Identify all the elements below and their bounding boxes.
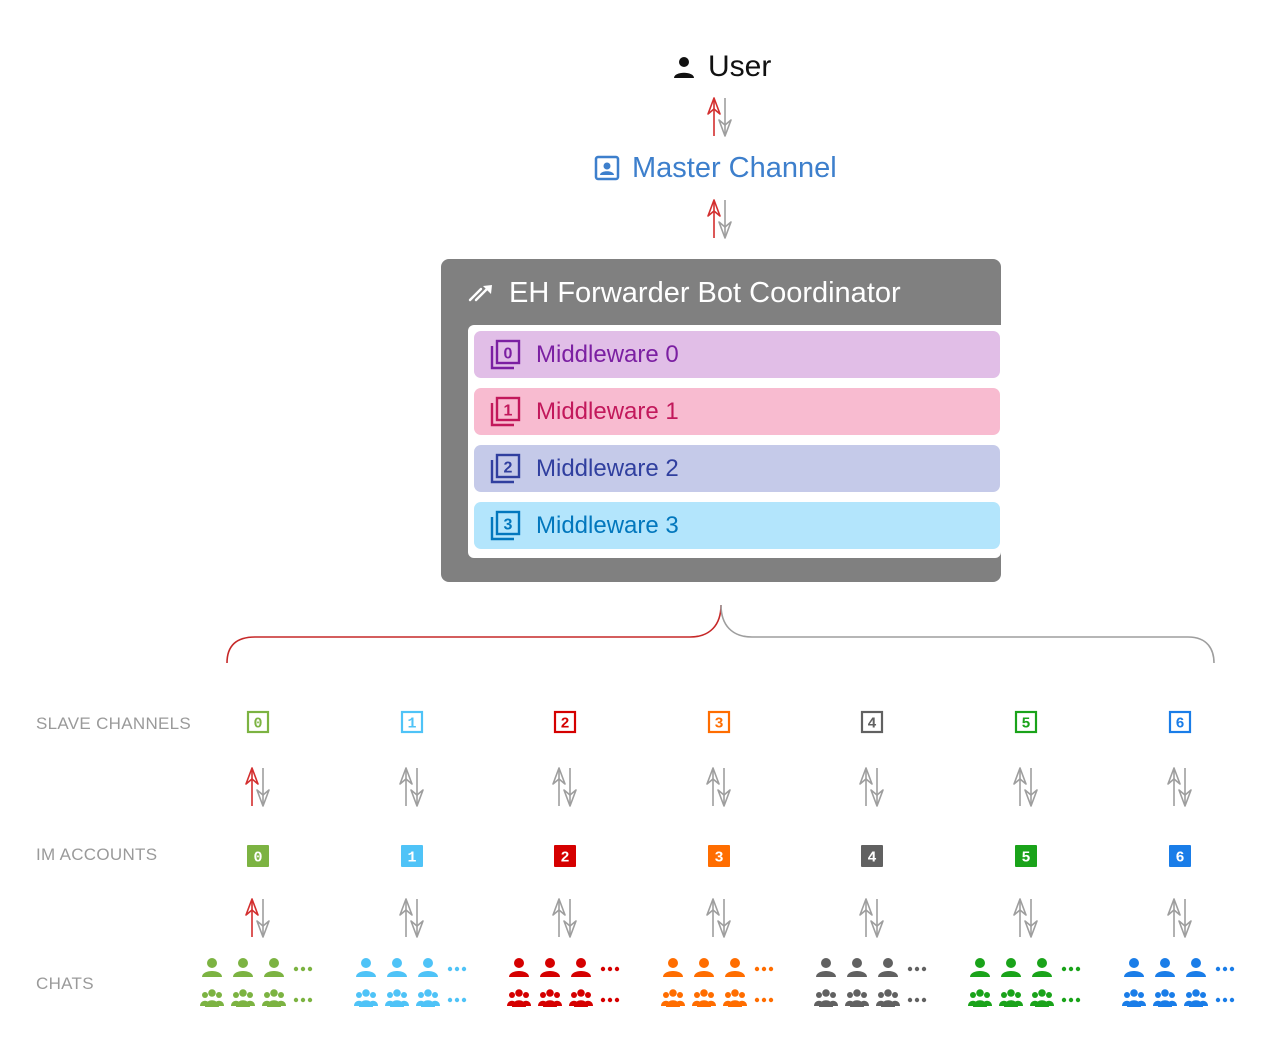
slave-channel-icon: 3 xyxy=(707,710,730,734)
bidirectional-arrow-icon xyxy=(552,898,577,938)
im-account-icon: 1 xyxy=(400,845,423,867)
middleware-label: Middleware 3 xyxy=(536,511,679,539)
svg-text:3: 3 xyxy=(504,516,513,533)
middleware-label: Middleware 1 xyxy=(536,397,679,425)
bidirectional-arrow-icon xyxy=(398,898,424,938)
svg-text:0: 0 xyxy=(253,716,262,733)
svg-text:2: 2 xyxy=(561,850,570,867)
chats-icon-group xyxy=(200,958,313,1007)
im-account-icon: 3 xyxy=(707,845,730,867)
slave-channel-icon: 4 xyxy=(861,710,884,734)
stacked-number-icon: 3 xyxy=(490,510,521,540)
im-account-icon: 0 xyxy=(247,845,269,867)
row-label-chats: CHATS xyxy=(36,974,94,993)
slave-channel-icon: 5 xyxy=(1014,710,1038,734)
svg-text:1: 1 xyxy=(407,716,416,733)
user-master-arrows xyxy=(707,97,732,137)
stacked-number-icon: 2 xyxy=(490,453,521,483)
row-label-im-accounts: IM ACCOUNTS xyxy=(36,845,158,864)
chats-icon-group xyxy=(814,958,927,1007)
master-coordinator-arrows xyxy=(707,199,732,239)
svg-text:1: 1 xyxy=(504,402,513,419)
im-account-icon: 2 xyxy=(554,845,577,867)
row-label-slave-channels: SLAVE CHANNELS xyxy=(36,714,192,733)
svg-text:3: 3 xyxy=(714,716,723,733)
slave-channel-icon: 0 xyxy=(246,710,270,734)
user-label: User xyxy=(708,50,772,83)
svg-text:2: 2 xyxy=(504,459,513,476)
svg-text:5: 5 xyxy=(1021,850,1030,867)
bidirectional-arrow-icon xyxy=(245,898,270,938)
svg-text:3: 3 xyxy=(714,850,723,867)
master-channel-label: Master Channel xyxy=(632,151,837,184)
stacked-number-icon: 1 xyxy=(490,396,521,426)
coordinator-header: EH Forwarder Bot Coordinator xyxy=(467,273,901,313)
svg-text:0: 0 xyxy=(253,850,262,867)
svg-text:4: 4 xyxy=(868,716,877,733)
svg-text:5: 5 xyxy=(1021,716,1030,733)
svg-text:2: 2 xyxy=(561,716,570,733)
bidirectional-arrow-icon xyxy=(1013,767,1038,807)
middleware-stack: 0 Middleware 0 1 Middleware 1 2 Middleware 2 3… xyxy=(468,325,1001,558)
bidirectional-arrow-icon xyxy=(1166,898,1192,938)
im-account-icon: 4 xyxy=(861,845,884,867)
middleware-label: Middleware 0 xyxy=(536,340,679,368)
chats-icon-group xyxy=(507,958,620,1007)
slave-channel-icon: 2 xyxy=(554,710,577,734)
slave-channel-icon: 1 xyxy=(400,710,423,734)
svg-text:4: 4 xyxy=(868,850,877,867)
middleware-3: 3 Middleware 3 xyxy=(474,502,1000,549)
middleware-0: 0 Middleware 0 xyxy=(474,331,1000,378)
bidirectional-arrow-icon xyxy=(1166,767,1192,807)
bidirectional-arrow-icon xyxy=(398,767,424,807)
bidirectional-arrow-icon xyxy=(859,767,885,807)
chats-icon-group xyxy=(968,958,1081,1007)
svg-text:6: 6 xyxy=(1175,716,1184,733)
master-channel-node: Master Channel xyxy=(594,148,837,188)
svg-text:0: 0 xyxy=(504,345,513,362)
user-node: User xyxy=(672,47,771,87)
slave-channel-icon: 6 xyxy=(1168,710,1191,734)
channel-brace xyxy=(226,604,1215,664)
chats-icon-group xyxy=(353,958,466,1007)
im-account-icon: 5 xyxy=(1015,845,1037,867)
bidirectional-arrow-icon xyxy=(1013,898,1038,938)
bidirectional-arrow-icon xyxy=(705,767,731,807)
middleware-1: 1 Middleware 1 xyxy=(474,388,1000,435)
svg-text:1: 1 xyxy=(407,850,416,867)
link-arrow-icon xyxy=(468,285,492,302)
svg-text:6: 6 xyxy=(1175,850,1184,867)
coordinator-label: EH Forwarder Bot Coordinator xyxy=(509,276,901,309)
contact-card-icon xyxy=(594,155,620,181)
middleware-2: 2 Middleware 2 xyxy=(474,445,1000,492)
bidirectional-arrow-icon xyxy=(245,767,270,807)
bidirectional-arrow-icon xyxy=(859,898,885,938)
chats-icon-group xyxy=(660,958,773,1007)
bidirectional-arrow-icon xyxy=(705,898,731,938)
stacked-number-icon: 0 xyxy=(490,339,521,369)
person-icon xyxy=(674,57,694,78)
bidirectional-arrow-icon xyxy=(552,767,577,807)
im-account-icon: 6 xyxy=(1168,845,1191,867)
middleware-label: Middleware 2 xyxy=(536,454,679,482)
chats-icon-group xyxy=(1121,958,1234,1007)
